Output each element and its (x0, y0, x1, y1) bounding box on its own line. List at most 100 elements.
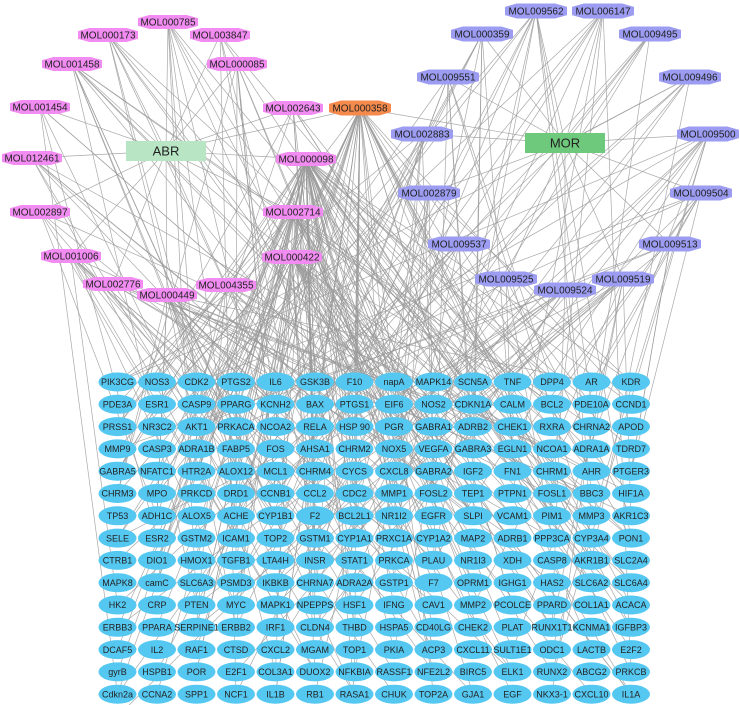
edge-mol000358-target (359, 107, 395, 449)
target-label-gabra5: GABRA5 (99, 466, 136, 476)
target-label-bcl2: BCL2 (541, 400, 564, 410)
target-node-akt1 (177, 417, 216, 437)
edge-mol001454-target (39, 106, 434, 450)
edge-mor-mol009513 (564, 142, 671, 245)
target-label-nkx3-1: NKX3-1 (536, 689, 568, 699)
edge-abr-mol001006 (70, 150, 167, 257)
edge-mol002879-target (428, 192, 632, 383)
target-node-tdrd7 (612, 439, 650, 459)
target-label-nr3c2: NR3C2 (142, 422, 172, 432)
edge-mol000359-target (235, 33, 483, 494)
target-node-chrm2 (335, 439, 374, 459)
target-label-chek1: CHEK1 (497, 422, 527, 432)
edge-mol001458-target (71, 63, 592, 427)
target-label-sult1e1: SULT1E1 (493, 645, 531, 655)
compound-node-mol000359 (451, 26, 513, 42)
target-node-nos2 (414, 394, 453, 414)
compound-node-mol009496 (659, 69, 721, 85)
target-label-prxc1a: PRXC1A (376, 533, 412, 543)
target-node-tnf (493, 372, 532, 392)
target-label-fos: FOS (266, 444, 285, 454)
target-node-bax (296, 394, 334, 414)
target-label-ppara: PPARA (142, 623, 172, 633)
target-node-slc6a2 (572, 573, 611, 593)
target-node-npepps (296, 595, 334, 615)
target-label-prkcb: PRKCB (615, 667, 646, 677)
target-label-nos2: NOS2 (421, 400, 446, 410)
target-node-cxcl11 (454, 640, 492, 660)
compound-label-mol009525: MOL009525 (478, 275, 533, 286)
target-node-top2a (414, 684, 453, 704)
target-node-elk1 (493, 662, 532, 682)
target-node-cxcl2 (256, 640, 295, 660)
target-node-pon1 (612, 528, 650, 548)
target-label-mmp9: MMP9 (104, 444, 130, 454)
compound-label-mol001458: MOL001458 (44, 60, 99, 71)
target-label-thbd: THBD (342, 623, 367, 633)
target-node-cd40lg (414, 617, 453, 637)
target-node-nfe2l2 (414, 662, 453, 682)
target-node-ncf1 (217, 684, 255, 704)
target-label-pten: PTEN (184, 600, 208, 610)
target-node-ikbkb (256, 573, 295, 593)
compound-label-mol009524: MOL009524 (537, 286, 592, 297)
target-node-hif1a (612, 484, 650, 503)
target-node-erbb3 (98, 617, 137, 637)
target-node-prkaca (217, 417, 255, 437)
target-label-cyp1b1: CYP1B1 (258, 511, 293, 521)
compound-node-mol009524 (534, 282, 596, 298)
target-node-alox12 (217, 461, 255, 481)
target-label-sele: SELE (106, 533, 129, 543)
target-node-irf1 (256, 617, 295, 637)
compound-label-mol001454: MOL001454 (12, 103, 67, 114)
target-label-pgr: PGR (384, 422, 404, 432)
target-label-birc5: BIRC5 (460, 667, 487, 677)
target-node-plau (414, 550, 453, 570)
target-label-cldn4: CLDN4 (300, 623, 330, 633)
target-label-esr2: ESR2 (145, 533, 169, 543)
target-node-scn5a (454, 372, 492, 392)
target-label-mpo: MPO (147, 489, 168, 499)
target-label-raf1: RAF1 (185, 645, 208, 655)
target-label-slc6a2: SLC6A2 (575, 578, 609, 588)
target-node-esr2 (138, 528, 176, 548)
target-node-chek2 (454, 617, 492, 637)
target-node-crp (138, 595, 176, 615)
edge-mol000359-target (354, 33, 483, 672)
compound-node-mol009495 (619, 26, 681, 42)
target-node-hsf1 (335, 595, 374, 615)
target-node-rela (296, 417, 334, 437)
edge-mol002883-target (196, 133, 423, 606)
target-label-egf: EGF (503, 689, 522, 699)
edge-mol000449-target (166, 294, 276, 405)
edge-mol000098-target (235, 158, 307, 405)
compound-node-mol000085 (207, 57, 267, 71)
edge-mol000785-target (167, 21, 197, 405)
target-node-pgr (375, 417, 413, 437)
target-label-alox5: ALOX5 (182, 511, 211, 521)
target-node-sult1e1 (493, 640, 532, 660)
target-label-gyrb: gyrB (108, 667, 127, 677)
target-node-egf (493, 684, 532, 704)
target-label-mapk1: MAPK1 (260, 600, 291, 610)
edge-mol001454-target (39, 106, 118, 695)
edge-mol012461-target (31, 157, 592, 472)
compound-label-mol002897: MOL002897 (12, 208, 67, 219)
target-node-sele (98, 528, 137, 548)
target-node-gabra1 (414, 417, 453, 437)
target-node-fabp5 (217, 439, 255, 459)
target-label-cdc2: CDC2 (342, 489, 367, 499)
target-node-xdh (493, 550, 532, 570)
target-node-ptgs2 (217, 372, 255, 392)
edge-mor-mol009525 (505, 142, 566, 280)
edge-mol002714-target (235, 211, 294, 405)
target-node-adh1c (138, 506, 176, 526)
target-node-hmox1 (177, 550, 216, 570)
target-node-erbb2 (217, 617, 255, 637)
target-node-adrb1 (493, 528, 532, 548)
target-node-mmp2 (454, 595, 492, 615)
edge-mol002883-target (275, 133, 423, 405)
target-node-psmd3 (217, 573, 255, 593)
target-label-ahr: AHR (582, 466, 602, 476)
edge-mol000449-target (166, 294, 513, 539)
